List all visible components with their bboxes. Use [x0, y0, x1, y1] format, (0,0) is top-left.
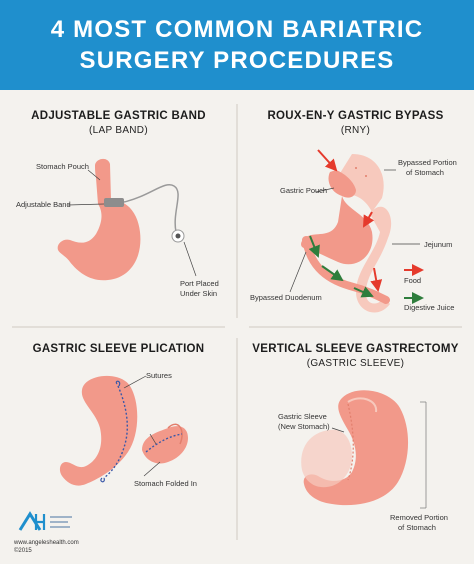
label-port-line2: Under Skin — [180, 289, 218, 298]
header-title-line1: 4 MOST COMMON BARIATRIC — [50, 16, 424, 43]
header-banner: 4 MOST COMMON BARIATRIC SURGERY PROCEDUR… — [0, 0, 474, 90]
label-adjustable-band: Adjustable Band — [16, 200, 71, 209]
label-jejunum: Jejunum — [424, 240, 453, 249]
band-subtitle: (LAP BAND) — [89, 125, 148, 136]
legend-food: Food — [404, 276, 422, 285]
rny-title: ROUX-EN-Y GASTRIC BYPASS — [267, 110, 444, 122]
angeles-health-logo — [18, 511, 72, 531]
label-bypassed-duodenum: Bypassed Duodenum — [250, 293, 322, 302]
label-removed-line2: of Stomach — [398, 523, 436, 532]
band-stomach-drawing — [57, 158, 197, 281]
footer-url: www.angeleshealth.com — [14, 540, 79, 546]
label-gastric-pouch: Gastric Pouch — [280, 186, 328, 195]
label-removed-line1: Removed Portion — [390, 513, 448, 522]
footer-year: ©2015 — [14, 548, 32, 554]
label-sleeve-line1: Gastric Sleeve — [278, 412, 327, 421]
label-bypassed-line1: Bypassed Portion — [398, 158, 457, 167]
sleeve-subtitle: (GASTRIC SLEEVE) — [306, 358, 405, 369]
label-sleeve-line2: (New Stomach) — [278, 422, 330, 431]
plication-stomach-drawing — [59, 375, 188, 486]
rny-subtitle: (RNY) — [340, 125, 371, 136]
label-stomach-folded: Stomach Folded In — [134, 479, 197, 488]
label-bypassed-line2: of Stomach — [406, 168, 444, 177]
label-stomach-pouch: Stomach Pouch — [36, 162, 89, 171]
legend-digestive-juice: Digestive Juice — [404, 303, 455, 312]
header-title-line2: SURGERY PROCEDURES — [79, 47, 395, 74]
sleeve-stomach-drawing — [301, 390, 427, 509]
band-title: ADJUSTABLE GASTRIC BAND — [31, 110, 206, 122]
sleeve-title: VERTICAL SLEEVE GASTRECTOMY — [252, 343, 459, 355]
plication-title: GASTRIC SLEEVE PLICATION — [32, 343, 205, 355]
label-sutures: Sutures — [146, 371, 172, 380]
rny-stomach-drawing — [289, 149, 424, 313]
label-port-line1: Port Placed — [180, 279, 219, 288]
